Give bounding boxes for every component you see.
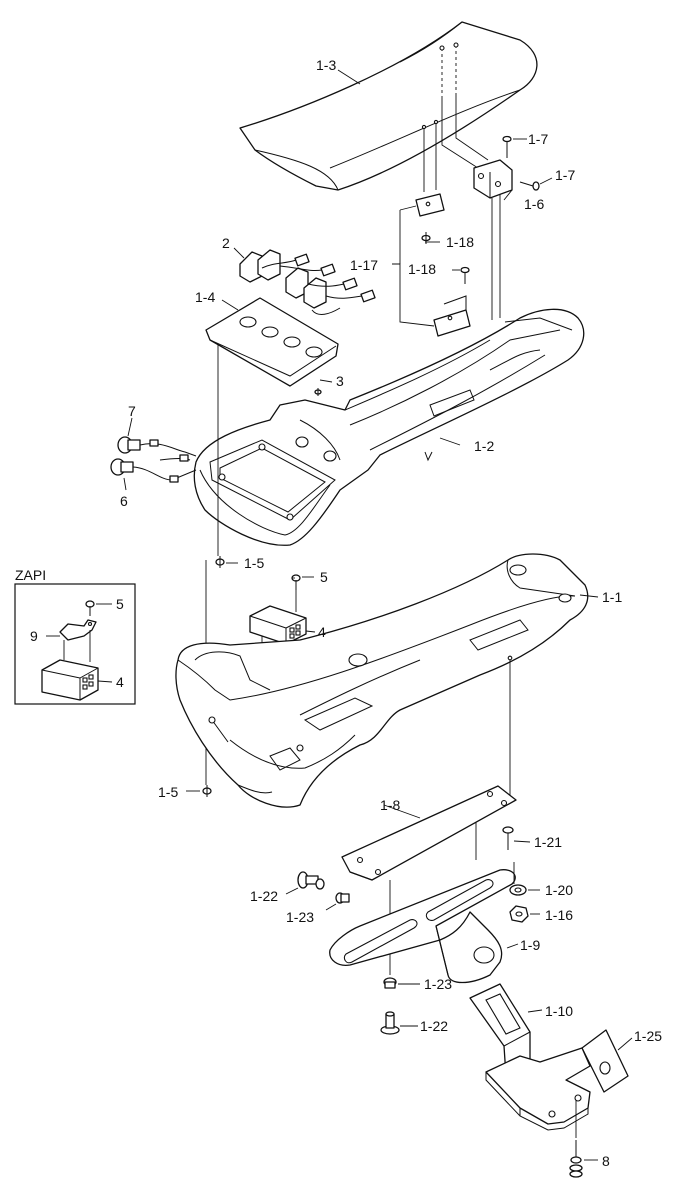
part-1-5-screw-lower — [186, 785, 212, 797]
callout-labels: 1-3 1-7 1-7 1-6 1-18 1-17 1-18 2 1-4 3 7… — [15, 57, 662, 1169]
callout-2: 2 — [222, 235, 230, 251]
callout-1-6: 1-6 — [524, 196, 544, 212]
callout-1-5-upper: 1-5 — [244, 555, 264, 571]
callout-5-zapi: 5 — [116, 596, 124, 612]
part-1-7-screw-side — [519, 177, 553, 191]
callout-1-17: 1-17 — [350, 257, 378, 273]
part-1-2-upper-housing — [193, 308, 585, 546]
part-1-23-spacer-lower — [383, 977, 420, 989]
part-1-16-nut — [509, 905, 540, 923]
part-1-10-bracket — [469, 983, 543, 1077]
cover-screw-lines — [421, 42, 489, 192]
zapi-title: ZAPI — [15, 567, 46, 583]
part-1-1-lower-housing — [175, 553, 589, 808]
part-3-screw — [314, 379, 333, 396]
part-7-key-switch — [117, 417, 197, 457]
zapi-part-5-screw — [85, 600, 112, 616]
part-mounting-base — [485, 1047, 591, 1138]
callout-1-7-side: 1-7 — [555, 167, 575, 183]
callout-1-4: 1-4 — [195, 289, 215, 305]
part-6-key-switch — [110, 454, 197, 491]
callout-1-25: 1-25 — [634, 1028, 662, 1044]
bracket-1-17 — [392, 263, 435, 327]
part-8-bolt — [569, 1140, 598, 1178]
part-1-4-switch-panel — [205, 297, 339, 387]
callout-1-18-a: 1-18 — [446, 234, 474, 250]
part-1-8-base-plate — [341, 785, 517, 975]
callout-6: 6 — [120, 493, 128, 509]
part-1-7-screw-top — [502, 135, 527, 158]
callout-1-7-top: 1-7 — [528, 131, 548, 147]
zapi-inset — [14, 583, 136, 705]
part-1-17-plate — [415, 193, 471, 337]
callout-1-21: 1-21 — [534, 834, 562, 850]
callout-1-23-lower: 1-23 — [424, 976, 452, 992]
callout-1-16: 1-16 — [545, 907, 573, 923]
zapi-part-4-module — [41, 659, 113, 701]
callout-1-10: 1-10 — [545, 1003, 573, 1019]
callout-1-5-lower: 1-5 — [158, 784, 178, 800]
callout-1-3: 1-3 — [316, 57, 336, 73]
part-1-9-slide-bracket — [329, 869, 519, 984]
callout-1-22-lower: 1-22 — [420, 1018, 448, 1034]
callout-3: 3 — [336, 373, 344, 389]
callout-1-2: 1-2 — [474, 438, 494, 454]
zapi-part-9-clamp — [46, 619, 97, 662]
part-5-screw — [291, 574, 314, 590]
callout-4-zapi: 4 — [116, 674, 124, 690]
callout-4-main: 4 — [318, 624, 326, 640]
callout-1-9: 1-9 — [520, 937, 540, 953]
part-1-21-bolt — [502, 826, 531, 850]
callout-1-1: 1-1 — [602, 589, 622, 605]
part-1-3-cover — [239, 21, 538, 191]
callout-1-22-upper: 1-22 — [250, 888, 278, 904]
part-1-20-washer — [509, 862, 540, 896]
callout-5-main: 5 — [320, 569, 328, 585]
part-1-23-spacer-upper — [325, 892, 350, 911]
callout-1-18-b: 1-18 — [408, 261, 436, 277]
part-1-5-screw-upper — [215, 556, 238, 568]
callout-9-zapi: 9 — [30, 628, 38, 644]
part-1-18-screw-b — [460, 266, 470, 284]
callout-1-20: 1-20 — [545, 882, 573, 898]
callout-1-23-upper: 1-23 — [286, 909, 314, 925]
part-1-22-knob-lower — [380, 1011, 418, 1035]
callout-1-8: 1-8 — [380, 797, 400, 813]
callout-7: 7 — [128, 403, 136, 419]
callout-8: 8 — [602, 1153, 610, 1169]
part-1-6-bracket — [473, 159, 513, 320]
leader-lines — [221, 69, 599, 819]
part-1-22-knob-upper — [285, 871, 325, 895]
part-2-switches — [239, 249, 376, 315]
